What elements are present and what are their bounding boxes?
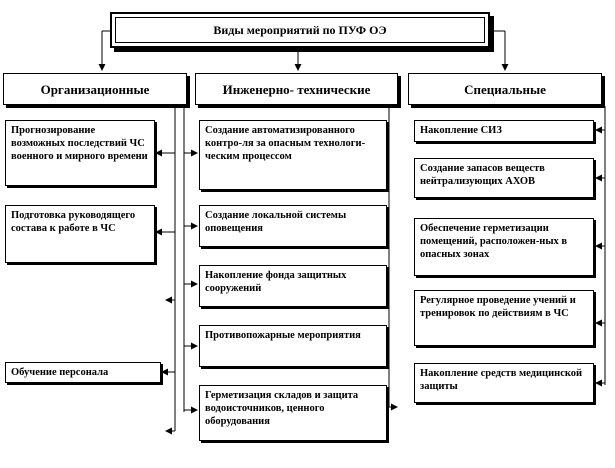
eng-item-sealing-warehouses: Герметизация складов и защита водоисточн… xyxy=(199,385,387,441)
spec-item-drills: Регулярное проведение учений и тренирово… xyxy=(414,290,594,346)
eng-item-protective-structures: Накопление фонда защитных сооружений xyxy=(199,265,387,307)
item-text: Подготовка руководящего состава к работе… xyxy=(11,210,136,234)
right-spine xyxy=(388,106,606,411)
spec-item-ppe-stock: Накопление СИЗ xyxy=(414,120,594,142)
item-text: Накопление средств медицинской защиты xyxy=(420,368,583,392)
eng-item-fire-safety: Противопожарные мероприятия xyxy=(199,325,387,367)
item-text: Создание запасов веществ нейтрализующих … xyxy=(420,163,545,187)
eng-item-automated-control: Создание автоматизированного контро-ля з… xyxy=(199,120,387,190)
middle-spine xyxy=(183,106,198,414)
category-engineering: Инженерно- технические xyxy=(195,73,398,105)
item-text: Обеспечение герметизации помещений, расп… xyxy=(420,223,568,260)
spec-item-room-sealing: Обеспечение герметизации помещений, расп… xyxy=(414,218,594,276)
item-text: Регулярное проведение учений и тренирово… xyxy=(420,295,576,319)
item-text: Накопление СИЗ xyxy=(420,125,502,136)
category-label: Специальные xyxy=(464,81,546,97)
item-text: Накопление фонда защитных сооружений xyxy=(205,270,347,294)
category-organizational: Организационные xyxy=(3,73,187,105)
org-item-training-management: Подготовка руководящего состава к работе… xyxy=(5,205,155,263)
category-special: Специальные xyxy=(408,73,602,105)
org-item-forecast: Прогнозирование возможных последствий ЧС… xyxy=(5,120,155,186)
item-text: Прогнозирование возможных последствий ЧС… xyxy=(11,125,148,162)
item-text: Создание локальной системы оповещения xyxy=(205,210,347,234)
item-text: Герметизация складов и защита водоисточн… xyxy=(205,390,359,427)
diagram-title-box: Виды мероприятий по ПУФ ОЭ xyxy=(110,12,490,48)
category-label: Организационные xyxy=(40,81,150,97)
org-item-staff-training: Обучение персонала xyxy=(5,362,161,383)
category-label: Инженерно- технические xyxy=(222,81,371,97)
item-text: Обучение персонала xyxy=(11,367,109,378)
diagram-title: Виды мероприятий по ПУФ ОЭ xyxy=(213,22,387,37)
item-text: Противопожарные мероприятия xyxy=(205,330,361,341)
left-spine xyxy=(155,106,176,435)
spec-item-neutralizers: Создание запасов веществ нейтрализующих … xyxy=(414,158,594,198)
spec-item-medical-protection: Накопление средств медицинской защиты xyxy=(414,363,594,403)
eng-item-local-alert: Создание локальной системы оповещения xyxy=(199,205,387,247)
item-text: Создание автоматизированного контро-ля з… xyxy=(205,125,366,162)
